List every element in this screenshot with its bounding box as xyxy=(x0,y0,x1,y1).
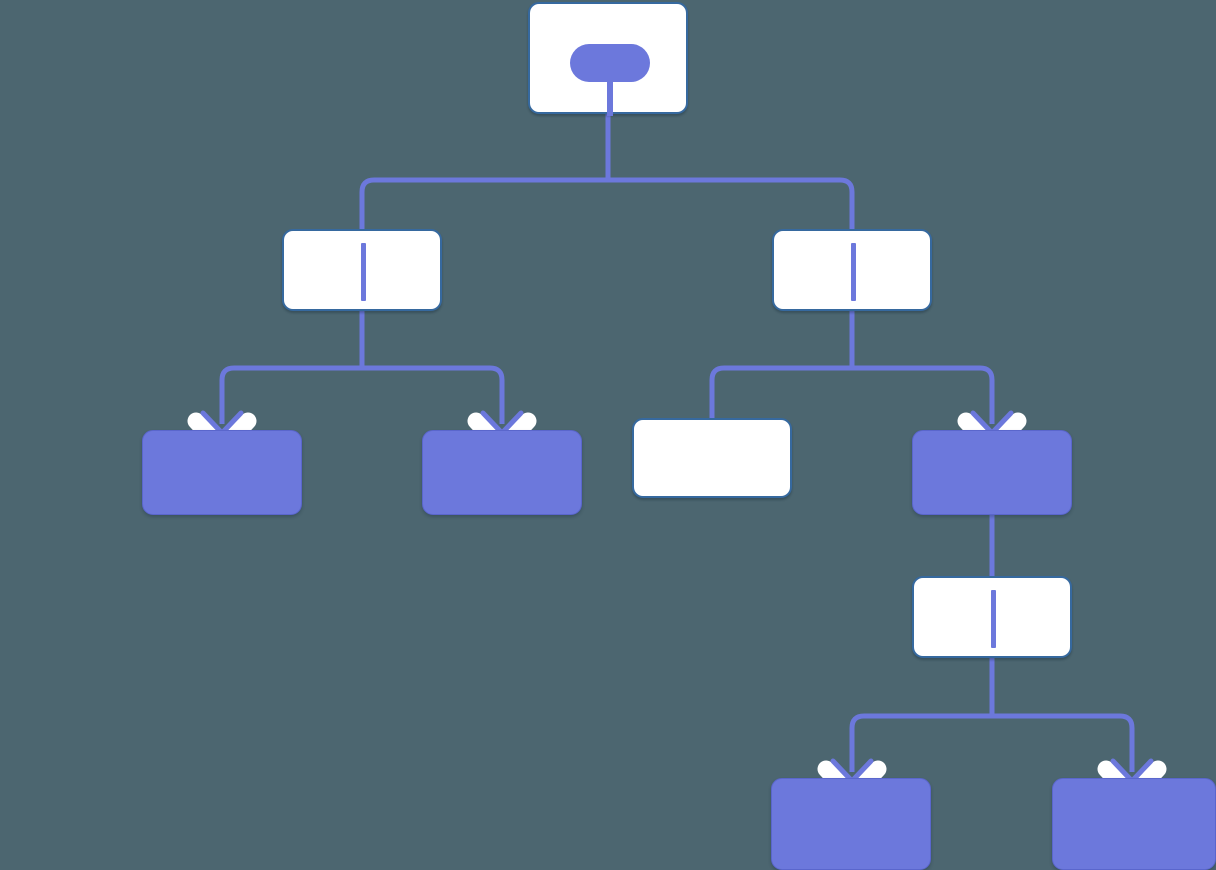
edge-left-branch-bus-right xyxy=(362,365,505,424)
leaf-node-bottom-right-label xyxy=(1053,779,1215,869)
leaf-node-left-a[interactable] xyxy=(142,430,302,515)
branch-node-right-child[interactable] xyxy=(912,430,1072,515)
edge-root-to-right-branch xyxy=(359,177,608,229)
edge-right-branch-bus-left xyxy=(709,365,852,418)
leaf-node-bottom-left[interactable] xyxy=(771,778,931,870)
leaf-node-bottom-left-label xyxy=(772,779,930,869)
leaf-node-left-a-label xyxy=(143,431,301,514)
branch-node-right[interactable] xyxy=(772,229,932,311)
branch-right-inner-line xyxy=(851,243,856,301)
leaf-node-bottom-right[interactable] xyxy=(1052,778,1216,870)
branch-node-right-child-label xyxy=(913,431,1071,514)
edge-sub-branch-bus-left xyxy=(849,713,992,772)
empty-node-center[interactable] xyxy=(632,418,792,498)
root-node[interactable] xyxy=(528,2,688,116)
leaf-node-left-b[interactable] xyxy=(422,430,582,515)
empty-node-center-label xyxy=(634,420,790,496)
edge-sub-branch-bus-right xyxy=(992,713,1135,772)
edge-right-branch-bus-right xyxy=(852,365,995,424)
root-pill-stem xyxy=(607,80,613,116)
sub-branch-inner-line xyxy=(991,590,996,648)
root-pill-marker xyxy=(570,44,650,82)
sub-branch-node[interactable] xyxy=(912,576,1072,658)
branch-node-left[interactable] xyxy=(282,229,442,311)
edge-left-branch-bus-left xyxy=(219,365,362,424)
leaf-node-left-b-label xyxy=(423,431,581,514)
edge-root-to-left-branch xyxy=(608,177,855,229)
branch-left-inner-line xyxy=(361,243,366,301)
